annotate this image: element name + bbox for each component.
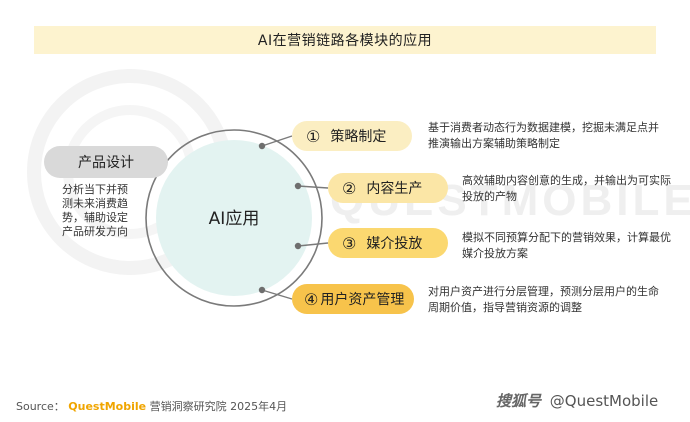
module-media-placement: ③ 媒介投放	[328, 228, 448, 258]
center-ring	[145, 129, 323, 307]
module-user-asset-management: ④ 用户资产管理	[292, 284, 414, 314]
module-label: 媒介投放	[366, 236, 423, 252]
source-note: Source： QuestMobile 营销洞察研究院 2025年4月	[16, 398, 287, 414]
module-number: ②	[342, 178, 357, 198]
module-number: ①	[306, 126, 321, 146]
diagram-title: AI在营销链路各模块的应用	[34, 26, 656, 54]
module-product-design: 产品设计	[44, 146, 168, 178]
connector-dot-2	[294, 182, 302, 190]
connector-dot-3	[294, 242, 302, 250]
connector-line-3	[297, 242, 329, 247]
connector-dot-1	[258, 142, 266, 150]
connector-dot-4	[258, 286, 266, 294]
platform-credit: 搜狐号 @QuestMobile	[496, 390, 658, 411]
credit-handle: @QuestMobile	[549, 392, 659, 410]
module-product-design-description: 分析当下并预测未来消费趋势，辅助设定产品研发方向	[62, 183, 128, 238]
connector-line-1	[261, 135, 293, 147]
module-media-placement-description: 模拟不同预算分配下的营销效果，计算最优媒介投放方案	[462, 231, 671, 260]
module-number: ③	[342, 233, 357, 253]
source-suffix: 营销洞察研究院 2025年4月	[149, 400, 288, 413]
module-content-production-description: 高效辅助内容创意的生成，并输出为可实际投放的产物	[462, 174, 671, 203]
module-number: ④	[304, 289, 319, 309]
center-circle-fill	[156, 140, 312, 296]
module-label: 用户资产管理	[320, 292, 405, 308]
module-label: 内容生产	[366, 181, 423, 197]
module-strategy-description: 基于消费者动态行为数据建模，挖掘未满足点并推演输出方案辅助策略制定	[428, 121, 659, 150]
connector-line-2	[297, 185, 329, 189]
module-content-production: ② 内容生产	[328, 173, 448, 203]
source-brand: QuestMobile	[68, 400, 147, 413]
module-strategy: ① 策略制定	[292, 121, 412, 151]
sohu-logo: 搜狐号	[496, 392, 542, 410]
connector-line-4	[261, 289, 293, 300]
source-prefix: Source：	[16, 400, 65, 413]
module-label: 策略制定	[330, 129, 387, 145]
module-user-asset-management-description: 对用户资产进行分层管理，预测分层用户的生命周期价值，指导营销资源的调整	[428, 285, 659, 314]
center-label: AI应用	[208, 209, 260, 229]
